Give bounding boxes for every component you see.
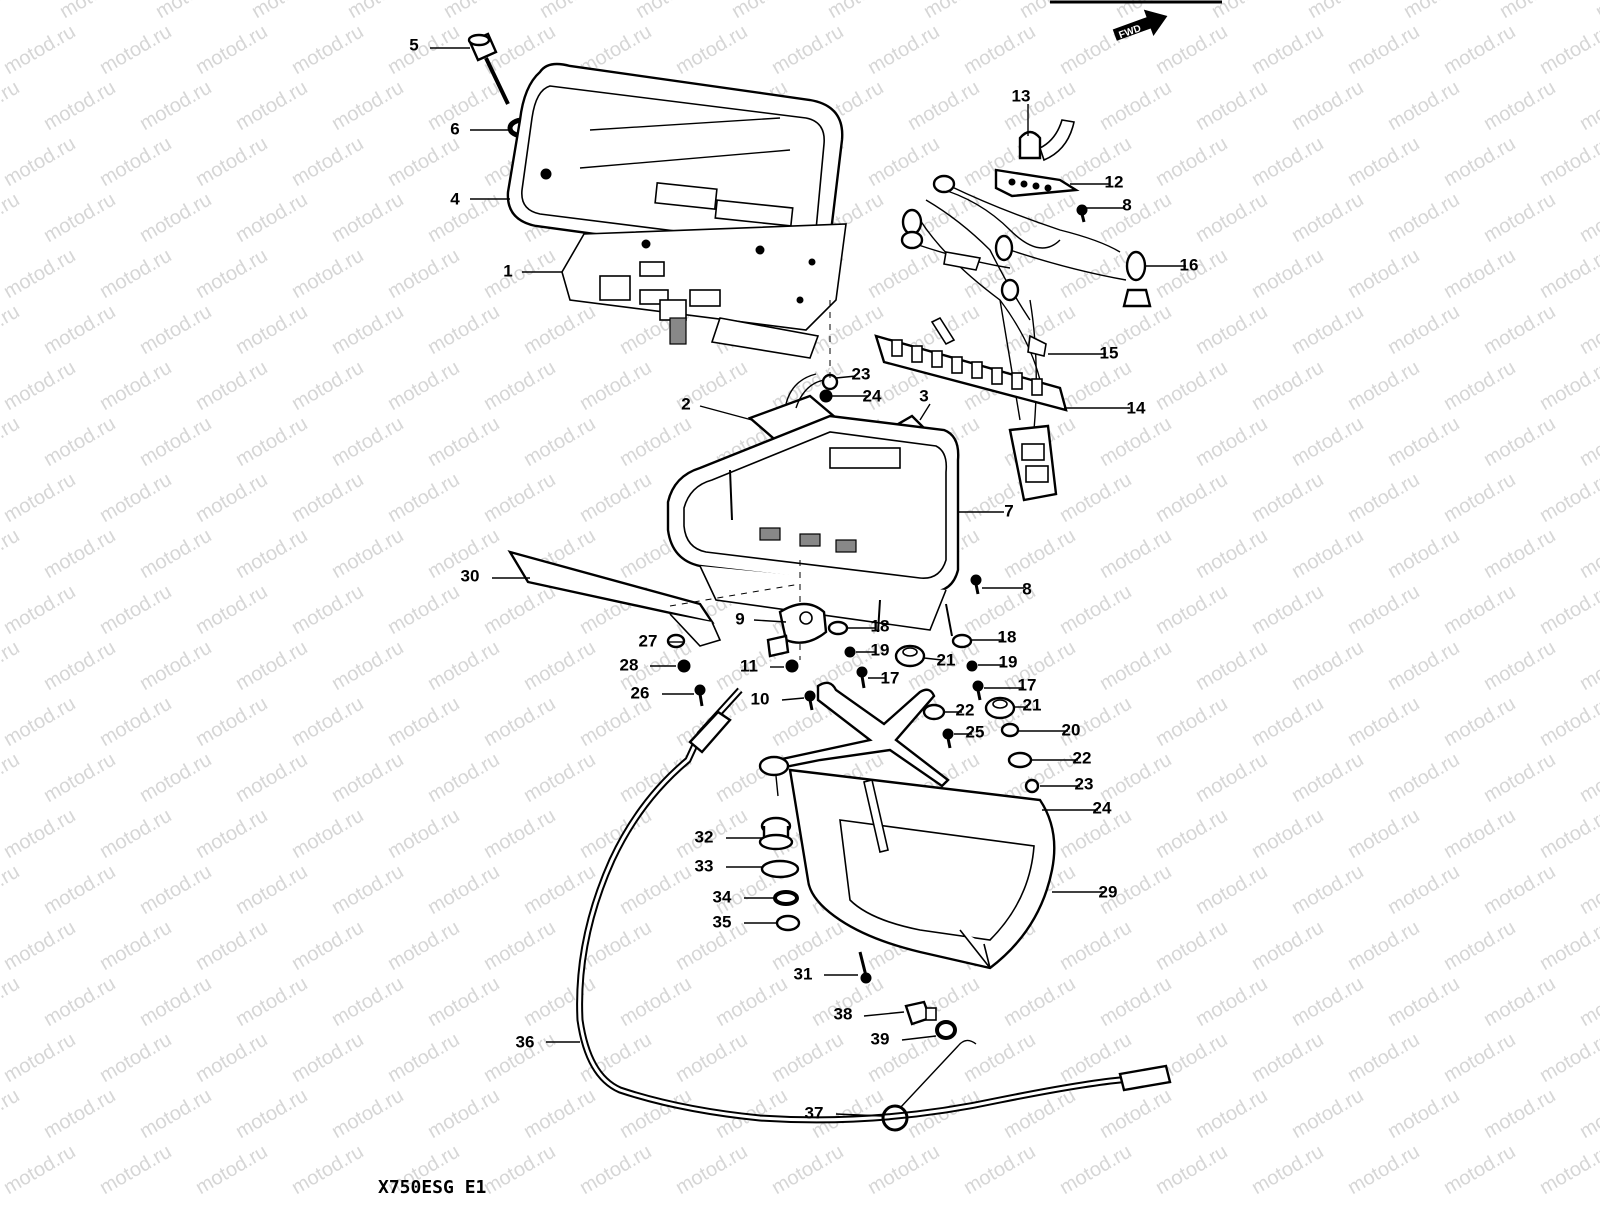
callout-c23a: 23: [852, 364, 871, 383]
leader-lines: [430, 47, 1186, 1117]
diagram-code: X750ESG E1: [378, 1177, 486, 1198]
callout-c8b: 8: [1022, 579, 1031, 598]
callout-c33: 33: [695, 856, 714, 875]
screw-31: [858, 951, 872, 984]
callout-c8a: 8: [1122, 195, 1131, 214]
callout-c6: 6: [450, 119, 459, 138]
callout-c17b: 17: [1018, 675, 1037, 694]
screw-26: [694, 684, 706, 707]
screw-lower: [970, 574, 982, 595]
callout-c15: 15: [1100, 343, 1119, 362]
washer-18b: [951, 633, 973, 649]
screw-top: [1076, 204, 1088, 223]
callout-c30: 30: [461, 566, 480, 585]
callout-c26: 26: [631, 683, 650, 702]
callout-c16: 16: [1180, 255, 1199, 274]
callout-c7: 7: [1004, 501, 1013, 520]
speedometer-cable: [576, 687, 1172, 1124]
bolt-17b: [972, 680, 984, 701]
callout-c3: 3: [919, 386, 928, 405]
callout-c14: 14: [1127, 398, 1146, 417]
callout-c2: 2: [681, 394, 690, 413]
callout-c19b: 19: [999, 652, 1018, 671]
callout-c28: 28: [620, 655, 639, 674]
callout-c21a: 21: [937, 650, 956, 669]
callout-c36: 36: [516, 1032, 535, 1051]
callout-c18b: 18: [998, 627, 1017, 646]
lower-meter-cover: [788, 768, 1056, 970]
damper-32: [758, 816, 794, 851]
callout-c31: 31: [794, 964, 813, 983]
nut-11: [785, 659, 799, 673]
callout-c5: 5: [409, 35, 418, 54]
callout-c21b: 21: [1023, 695, 1042, 714]
callout-c10: 10: [751, 689, 770, 708]
callout-c13: 13: [1012, 86, 1031, 105]
washer-22a: [922, 703, 946, 721]
wiring-harness: [900, 174, 1127, 431]
callout-c1: 1: [503, 261, 512, 280]
callout-c12: 12: [1105, 172, 1124, 191]
fwd-arrow: FWD: [1112, 9, 1168, 41]
meter-circuit-board: [561, 223, 847, 359]
bolt-38: [904, 1000, 937, 1026]
bolt-25: [942, 728, 954, 749]
callout-c38: 38: [834, 1004, 853, 1023]
fwd-label: FWD: [1118, 23, 1143, 41]
turn-signal-bulb: [1122, 250, 1152, 308]
washer-27: [666, 633, 686, 649]
callout-c29: 29: [1099, 882, 1118, 901]
callout-c22a: 22: [956, 700, 975, 719]
indicator-panel: [507, 550, 722, 647]
callout-c20: 20: [1062, 720, 1081, 739]
callout-c35: 35: [713, 912, 732, 931]
washer-23-lower: [1024, 778, 1040, 794]
meter-lens-bezel: [506, 62, 844, 264]
trip-reset-knob: [467, 32, 510, 105]
connector-block: [874, 334, 1068, 502]
washer-18a: [827, 620, 849, 636]
nut-28: [677, 659, 691, 673]
washer-39: [935, 1020, 957, 1040]
washer-22b: [1007, 751, 1033, 769]
meter-case: [666, 414, 960, 637]
nut-35: [775, 914, 801, 932]
callout-c18a: 18: [871, 616, 890, 635]
bolt-17a: [856, 666, 868, 689]
washer-34: [773, 890, 799, 906]
speedometer-gear: [766, 602, 828, 658]
callout-c24a: 24: [863, 386, 882, 405]
callout-c27: 27: [639, 631, 658, 650]
callout-c9: 9: [735, 609, 744, 628]
indicator-bulb: [1018, 119, 1075, 162]
screw-10: [804, 690, 816, 711]
callout-c23b: 23: [1075, 774, 1094, 793]
collar-20: [1000, 722, 1020, 738]
callout-c25: 25: [966, 722, 985, 741]
bulb-holder-plate: [994, 168, 1080, 198]
damper-21a: [894, 644, 926, 668]
callout-c32: 32: [695, 827, 714, 846]
callout-c17a: 17: [881, 668, 900, 687]
callout-c22b: 22: [1073, 748, 1092, 767]
callout-c19a: 19: [871, 640, 890, 659]
callout-c24b: 24: [1093, 798, 1112, 817]
nut-19a: [844, 646, 856, 658]
callout-c37: 37: [805, 1103, 824, 1122]
nut-19b: [966, 660, 978, 672]
damper-21b: [984, 696, 1016, 720]
callout-c4: 4: [450, 189, 460, 208]
washer-33: [760, 859, 800, 879]
nut-24-upper: [819, 389, 833, 403]
callout-c34: 34: [713, 887, 732, 906]
cable-clip: [881, 1039, 977, 1132]
callout-c39: 39: [871, 1029, 890, 1048]
callout-c11: 11: [740, 656, 758, 675]
